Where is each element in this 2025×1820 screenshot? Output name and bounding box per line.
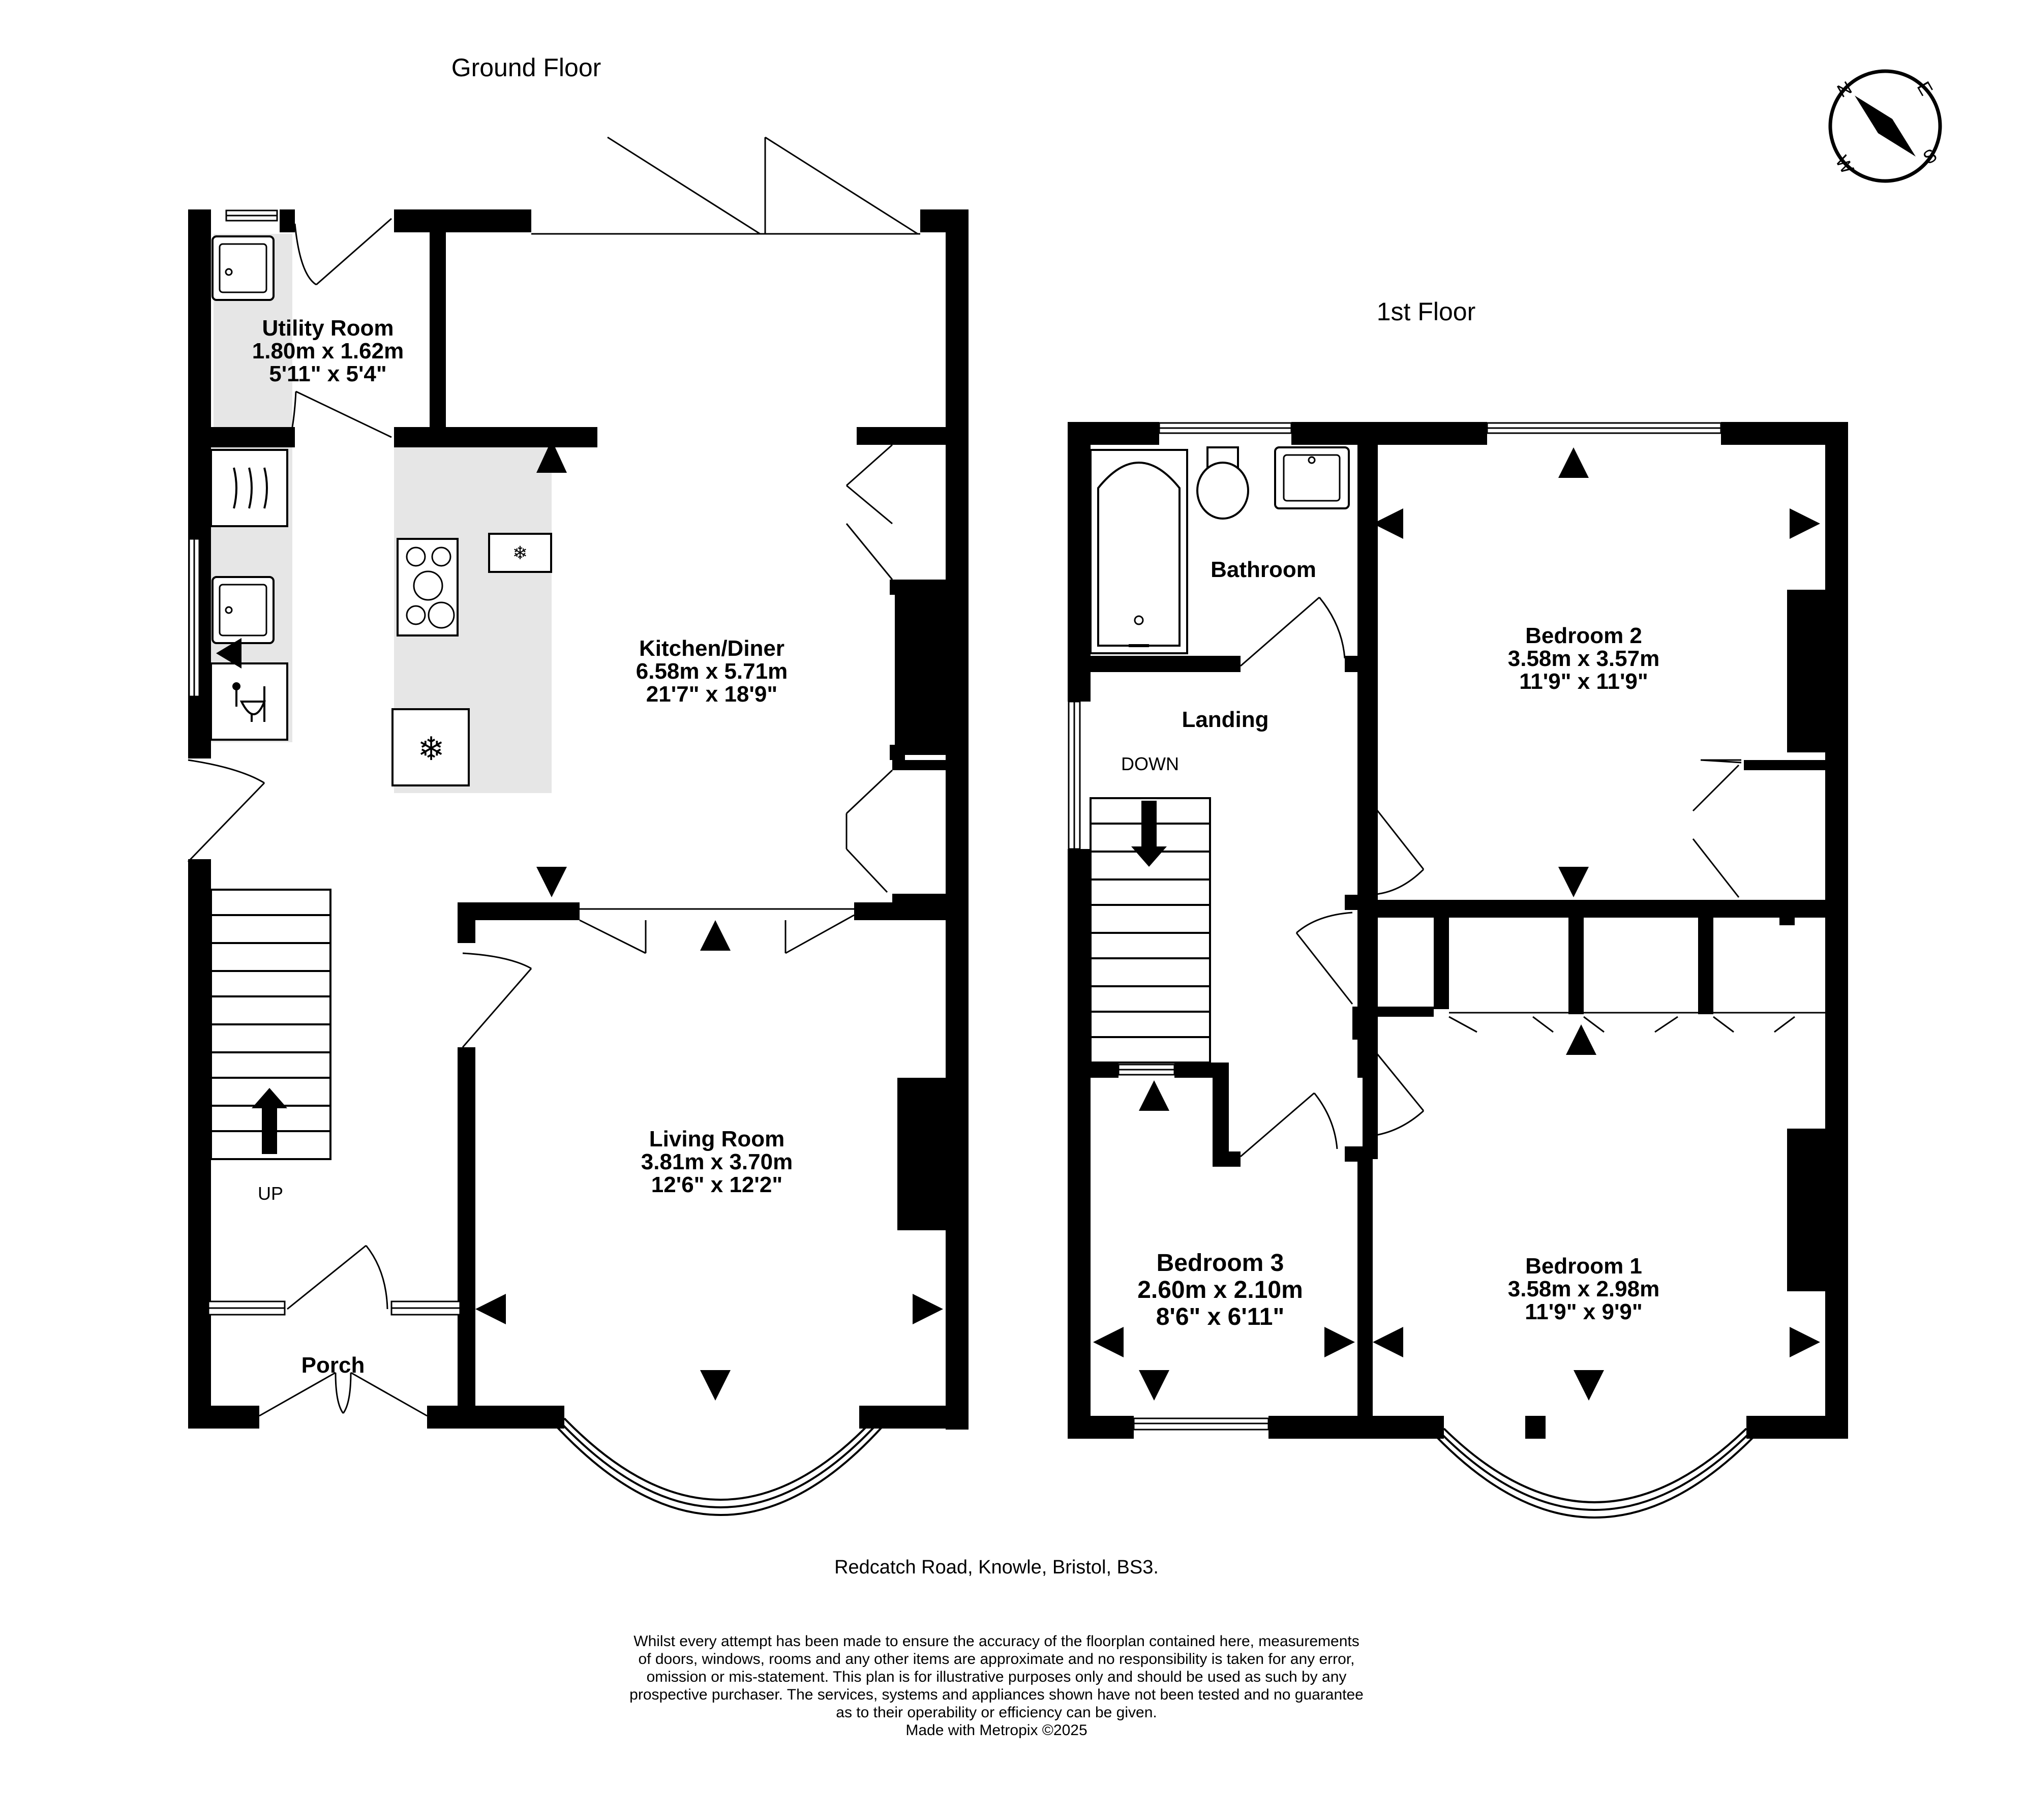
ground-floor-fixtures: ❄ ❄ <box>210 235 552 786</box>
bedroom3-name: Bedroom 3 <box>1157 1250 1284 1277</box>
stairs-down-label: DOWN <box>1121 753 1179 774</box>
ground-floor-doors <box>187 136 918 1417</box>
bedroom2-imperial: 11'9" x 11'9" <box>1519 669 1648 694</box>
first-floor-doors <box>1240 596 1795 1158</box>
ground-floor: ❄ ❄ Utility Ro <box>187 136 969 1516</box>
landing-name: Landing <box>1182 707 1268 732</box>
disclaimer-line: of doors, windows, rooms and any other i… <box>638 1651 1354 1667</box>
utility-sink-icon <box>211 235 275 301</box>
freezer-small-icon <box>488 533 552 573</box>
bedroom3-metric: 2.60m x 2.10m <box>1137 1277 1303 1303</box>
first-floor-windows <box>1068 422 1825 1519</box>
hall-sink-icon <box>211 576 275 644</box>
svg-text:❄: ❄ <box>417 731 445 767</box>
arrow-left-icon <box>216 638 241 669</box>
first-floor-fixtures <box>1090 446 1350 654</box>
living-room-imperial: 12'6" x 12'2" <box>651 1172 782 1197</box>
stairs-up-label: UP <box>258 1183 283 1204</box>
disclaimer-line: Made with Metropix ©2025 <box>905 1722 1087 1739</box>
utility-room-metric: 1.80m x 1.62m <box>252 339 404 363</box>
toilet-icon <box>1196 462 1249 520</box>
bath-icon <box>1090 449 1188 654</box>
bedroom2-name: Bedroom 2 <box>1525 623 1642 648</box>
living-room-metric: 3.81m x 3.70m <box>641 1149 793 1174</box>
first-floor-markers <box>1093 447 1820 1401</box>
bedroom1-metric: 3.58m x 2.98m <box>1508 1277 1659 1301</box>
porch-name: Porch <box>301 1353 365 1378</box>
compass-w: W <box>1831 152 1858 177</box>
ground-floor-windows <box>188 209 920 1516</box>
disclaimer: Whilst every attempt has been made to en… <box>629 1633 1364 1739</box>
wine-cooler-icon <box>210 662 288 741</box>
kitchen-metric: 6.58m x 5.71m <box>636 659 788 684</box>
disclaimer-line: prospective purchaser. The services, sys… <box>629 1686 1364 1703</box>
first-floor-title: 1st Floor <box>1377 297 1476 326</box>
basin-icon <box>1274 446 1350 509</box>
bedroom2-metric: 3.58m x 3.57m <box>1508 646 1659 671</box>
bedroom3-imperial: 8'6" x 6'11" <box>1156 1303 1285 1330</box>
disclaimer-line: Whilst every attempt has been made to en… <box>633 1633 1359 1650</box>
kitchen-name: Kitchen/Diner <box>639 636 784 661</box>
ground-floor-markers <box>475 440 946 1401</box>
bathroom-name: Bathroom <box>1211 557 1316 582</box>
address: Redcatch Road, Knowle, Bristol, BS3. <box>834 1557 1159 1578</box>
bedroom1-name: Bedroom 1 <box>1525 1254 1642 1279</box>
first-floor-walls <box>1068 422 1848 1439</box>
utility-room-imperial: 5'11" x 5'4" <box>269 361 387 386</box>
svg-text:❄: ❄ <box>512 542 528 563</box>
fridge-icon <box>391 708 470 786</box>
first-floor: Bathroom Landing DOWN Bedroom 2 3.58m x … <box>1068 422 1848 1519</box>
stairs-down-arrow-icon <box>1131 801 1167 867</box>
compass-icon: N E S W <box>1828 69 1942 183</box>
ground-floor-walls <box>188 209 969 1430</box>
disclaimer-line: as to their operability or efficiency ca… <box>836 1704 1157 1721</box>
disclaimer-line: omission or mis-statement. This plan is … <box>647 1669 1347 1685</box>
bedroom1-imperial: 11'9" x 9'9" <box>1525 1299 1643 1324</box>
kitchen-imperial: 21'7" x 18'9" <box>646 682 777 707</box>
stairs-down <box>1090 797 1211 1064</box>
stairs-up-arrow-icon <box>252 1088 287 1154</box>
living-room-name: Living Room <box>649 1127 784 1151</box>
utility-room-name: Utility Room <box>262 316 394 341</box>
ground-floor-title: Ground Floor <box>451 53 601 82</box>
stairs-up <box>210 889 331 1160</box>
washing-machine-icon <box>210 449 288 527</box>
